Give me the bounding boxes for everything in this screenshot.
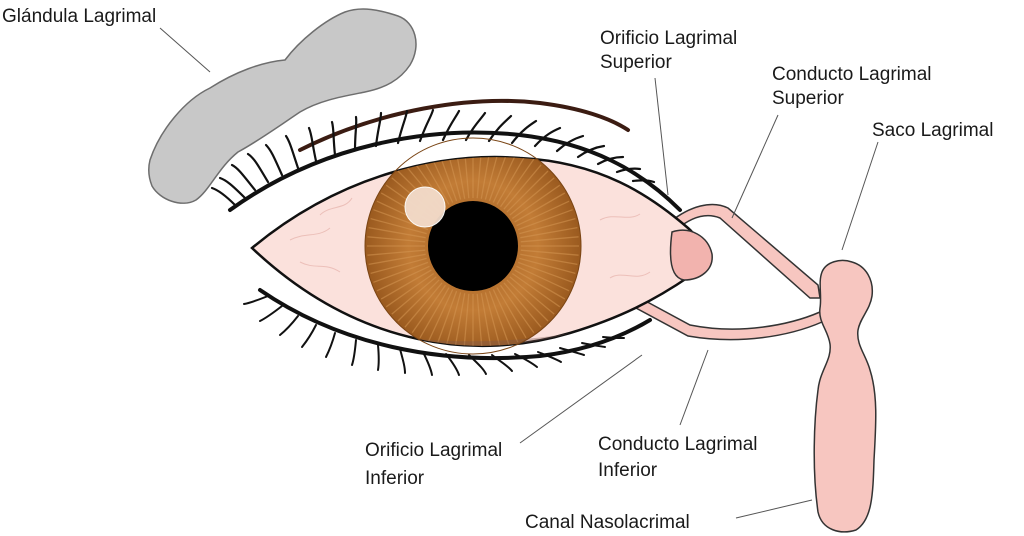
iris-ray [444,157,462,200]
label-lower-canaliculus-line1: Conducto Lagrimal [598,434,757,455]
iris-ray [453,157,466,199]
iris-ray [463,293,470,346]
iris-ray [496,157,527,205]
iris-ray [368,226,426,239]
iris-ray [419,287,450,339]
label-lower-canaliculus-line2: Inferior [598,460,658,481]
iris-ray [368,253,426,266]
label-upper-canaliculus-line1: Conducto Lagrimal [772,64,931,85]
iris-ray [506,279,549,322]
lower-eyelashes [243,295,625,376]
label-nasolacrimal-duct: Canal Nasolacrimal [525,512,690,533]
iris-ray [480,157,493,199]
iris-ray [511,272,561,308]
iris-ray [373,261,429,283]
iris-ray [509,177,555,216]
iris-ray [436,157,458,202]
iris-ray [370,217,427,235]
iris-ray [499,284,535,334]
label-lower-canaliculus: Conducto Lagrimal Inferior [598,434,763,481]
iris-ray [385,272,435,308]
iris-ray [517,209,573,231]
label-lower-punctum-line1: Orificio Lagrimal [365,440,502,461]
iris-ray [492,289,519,343]
iris-ray [499,158,535,208]
iris-ray [484,292,502,346]
iris-ray [463,157,470,199]
iris-ray [488,290,510,346]
iris-ray [516,200,570,227]
iris-ray [436,290,458,346]
leader-lacrimal-gland [159,27,211,73]
iris-ray [370,257,427,275]
label-upper-punctum-line1: Orificio Lagrimal [600,28,737,49]
iris-outline [364,137,582,355]
iris-ray [517,261,573,283]
iris-ray [492,157,519,203]
iris-ray [476,157,483,199]
iris-ray [404,282,443,328]
iris-ray [397,279,440,322]
iris-ray [380,269,432,300]
iris-ray [503,164,542,210]
iris-ray [519,217,576,235]
caruncle [669,229,713,281]
leader-lacrimal-sac [841,141,879,251]
eye-highlight [404,186,446,228]
iris-ray [367,249,426,256]
upper-eyelid-crease [298,98,630,152]
iris-ray [391,276,437,315]
iris-ray [427,289,454,343]
iris-ray [520,226,578,239]
blood-vessels [289,197,651,279]
iris-ray [480,293,493,346]
lacrimal-gland [147,8,417,204]
iris-ray [496,287,527,339]
iris-ray [453,293,466,346]
iris-ray [520,253,578,266]
leader-lines [159,27,879,519]
iris-ray [520,236,579,243]
label-lacrimal-gland: Glándula Lagrimal [2,6,156,27]
iris-ray [376,265,430,292]
lacrimal-sac-duct [813,259,877,533]
iris-ray [444,292,462,346]
upper-eyelashes [210,108,656,207]
leader-nasolacrimal-duct [735,499,813,519]
iris-ray [503,282,542,328]
label-upper-canaliculus: Conducto Lagrimal Superior [772,64,937,109]
label-upper-punctum: Orificio Lagrimal Superior [600,28,743,73]
upper-eyelid [228,130,682,212]
iris-ray [509,276,555,315]
label-lower-punctum: Orificio Lagrimal Inferior [365,440,508,489]
iris-ray [476,293,483,346]
iris-ray [516,265,570,292]
iris-ray [520,249,579,256]
iris-ray [511,184,561,220]
iris-ray [514,269,566,300]
iris-ray [519,257,576,275]
iris-ray [488,157,510,202]
label-upper-punctum-line2: Superior [600,52,672,73]
iris-ray [484,157,502,200]
pupil [428,201,518,291]
iris-ray [514,192,566,223]
label-upper-canaliculus-line2: Superior [772,88,844,109]
label-lacrimal-sac: Saco Lagrimal [872,120,993,141]
lower-canaliculus [635,296,823,341]
leader-upper-punctum [654,77,669,196]
iris-ray [411,284,447,334]
leader-lower-punctum [519,354,643,444]
label-lower-punctum-line2: Inferior [365,468,425,489]
leader-lower-canaliculus [679,349,709,426]
iris-ray [506,170,549,213]
leader-upper-canaliculus [731,114,779,219]
iris-ray [367,236,426,243]
